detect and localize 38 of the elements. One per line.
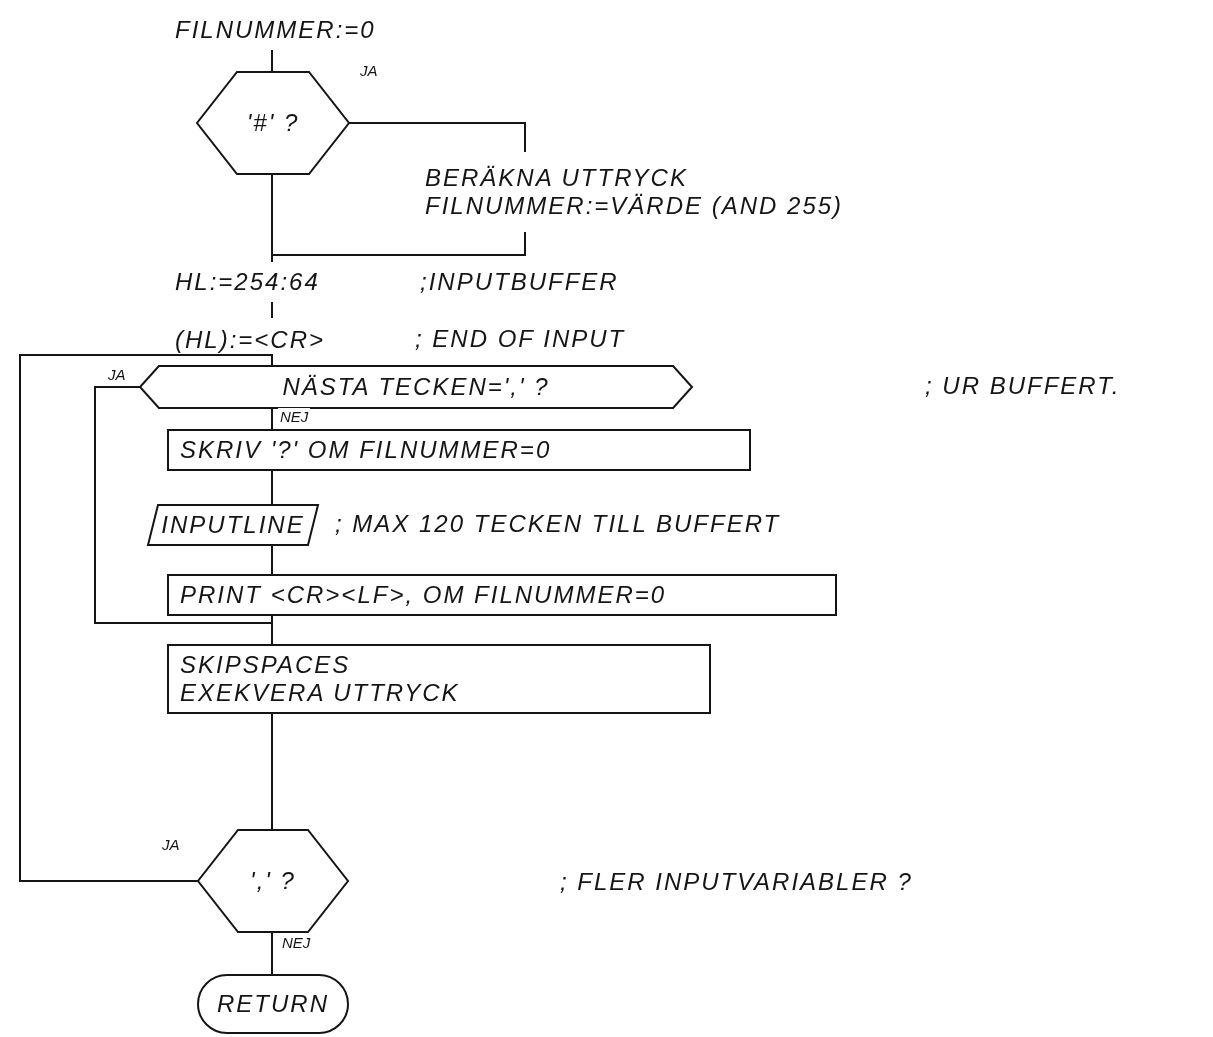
comment-text: ; UR BUFFERT. <box>925 372 1121 400</box>
decision-hexagon <box>140 366 692 408</box>
connector-line <box>19 354 273 882</box>
connector-line <box>348 122 526 153</box>
connector-line <box>271 931 273 976</box>
connector-line <box>271 544 273 576</box>
decision-hexagon <box>197 72 349 174</box>
statement-text: (HL):=<CR> <box>175 318 395 362</box>
statement-text: FILNUMMER:=0 <box>175 10 505 50</box>
node-label: ',' ? <box>250 867 296 895</box>
node-label: SKIPSPACES <box>180 651 351 679</box>
node-label: INPUTLINE <box>161 511 305 539</box>
node-label: PRINT <CR><LF>, OM FILNUMMER=0 <box>180 581 667 609</box>
node-label: EXEKVERA UTTRYCK <box>180 679 460 707</box>
statement-text: BERÄKNA UTTRYCK <box>425 164 688 192</box>
io-parallelogram <box>148 505 318 545</box>
process-box <box>168 575 836 615</box>
statement-text: FILNUMMER:=VÄRDE (AND 255) <box>425 192 844 220</box>
comment-text: ;INPUTBUFFER <box>420 268 619 296</box>
node-label: NÄSTA TECKEN=',' ? <box>282 373 550 401</box>
terminal-rounded-box <box>198 975 348 1033</box>
connector-line <box>271 49 273 73</box>
edge-label: NEJ <box>278 408 311 425</box>
connector-line <box>271 407 273 431</box>
node-label: '#' ? <box>246 109 300 137</box>
comment-text: ; MAX 120 TECKEN TILL BUFFERT <box>335 510 781 538</box>
comment-text: ; END OF INPUT <box>415 325 626 353</box>
connector-line <box>271 469 273 506</box>
comment-text: ; FLER INPUTVARIABLER ? <box>560 868 913 896</box>
decision-hexagon <box>198 830 348 932</box>
connector-line <box>271 712 273 831</box>
node-label: SKRIV '?' OM FILNUMMER=0 <box>180 436 552 464</box>
connector-line <box>271 301 273 319</box>
process-box <box>168 645 710 713</box>
statement-text: HL:=254:64 <box>175 262 405 302</box>
connector-line <box>271 173 273 263</box>
node-label: RETURN <box>217 990 329 1018</box>
process-box <box>168 430 750 470</box>
